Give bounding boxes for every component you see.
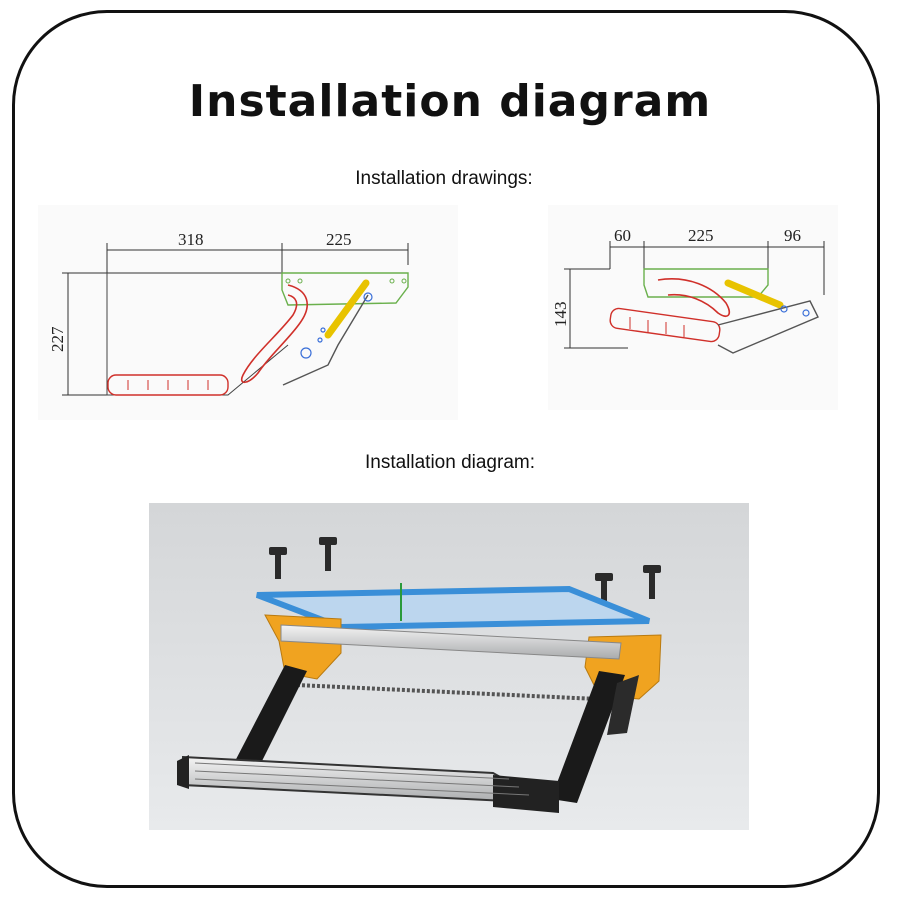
left-installation-drawing: 318 225 227 (38, 205, 458, 420)
middle-crossbar (296, 683, 598, 701)
dim-225-right: 225 (688, 226, 714, 245)
page-title: Installation diagram (188, 76, 712, 127)
step-tread (107, 374, 229, 396)
green-mount-bracket (281, 272, 409, 306)
step-tread-right (609, 307, 721, 343)
installation-3d-scene (149, 503, 749, 830)
diagram-heading: Installation diagram: (364, 452, 536, 473)
dim-60: 60 (614, 226, 631, 245)
dim-227: 227 (48, 326, 67, 352)
mounting-bolts (269, 537, 661, 605)
red-linkage-right (657, 278, 730, 317)
upper-crossbar (280, 624, 622, 660)
red-linkage (240, 284, 308, 384)
black-arm-left (233, 665, 307, 771)
right-installation-drawing: 60 225 96 143 (548, 205, 838, 410)
black-arm-right (551, 671, 625, 803)
dim-96: 96 (784, 226, 801, 245)
dim-225-left: 225 (326, 230, 352, 249)
blue-mounting-plate (255, 585, 651, 631)
dim-143: 143 (551, 302, 570, 328)
yellow-arm (324, 279, 370, 339)
drawings-heading: Installation drawings: (355, 168, 533, 189)
dim-318: 318 (178, 230, 204, 249)
yellow-arm-right (724, 279, 784, 309)
